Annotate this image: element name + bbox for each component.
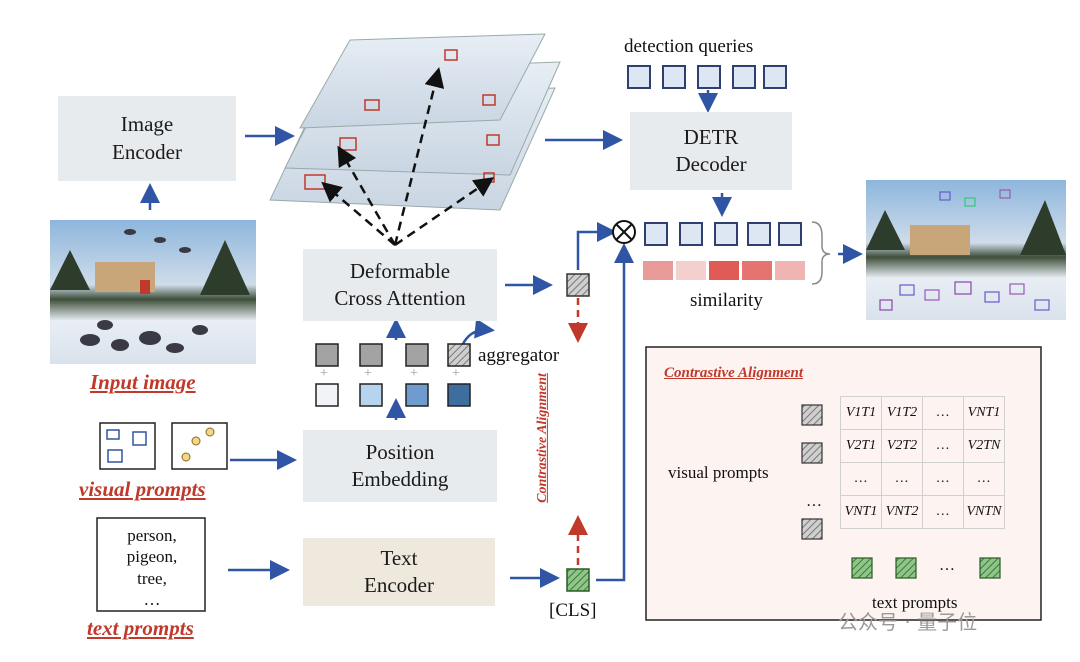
matrix-row: VNT1 VNT2 … VNTN (840, 495, 1005, 529)
plus-sign: + (410, 366, 418, 381)
aggregated-visual-token (566, 273, 590, 297)
matrix-cell: V2T2 (881, 429, 923, 463)
contrastive-alignment-vertical-label: Contrastive Alignment (534, 373, 550, 503)
sampling-arrow (394, 177, 495, 247)
matrix-cell: … (881, 462, 923, 496)
contrastive-alignment-panel-title: Contrastive Alignment (664, 365, 804, 381)
matrix-cell: VNT2 (881, 495, 923, 529)
multiply-icon (612, 220, 636, 244)
panel-text-prompts-label: text prompts (872, 593, 958, 612)
matrix-cell: V1T1 (840, 396, 882, 430)
sampling-arrow (337, 145, 397, 246)
similarity-matrix: V1T1 V1T2 … VNT1 V2T1 V2T2 … V2TN … … … … (840, 396, 1005, 529)
plus-sign: + (320, 366, 328, 381)
panel-ellipsis-vertical: … (806, 493, 822, 510)
text-prompts-label: text prompts (87, 616, 194, 640)
sample-box (444, 49, 458, 61)
matrix-cell: V2TN (963, 429, 1005, 463)
matrix-cell: … (922, 462, 964, 496)
matrix-cell: … (922, 396, 964, 430)
matrix-cell: VNT1 (963, 396, 1005, 430)
matrix-row: … … … … (840, 462, 1005, 496)
matrix-cell: VNTN (963, 495, 1005, 529)
prompt-feature-squares (315, 343, 471, 407)
text-prompt-list: person, pigeon, tree, … (126, 526, 178, 609)
matrix-cell: … (840, 462, 882, 496)
aggregator-arrow (460, 318, 495, 347)
matrix-cell: V1T2 (881, 396, 923, 430)
sample-box (364, 99, 380, 111)
cls-label: [CLS] (549, 600, 597, 621)
detr-decoder-box: DETR Decoder (630, 112, 792, 190)
sampling-arrow (321, 181, 396, 246)
feature-pyramid-layers (269, 33, 561, 247)
sample-box (486, 134, 500, 146)
visual-prompts-label: visual prompts (79, 477, 206, 501)
position-embedding-box: Position Embedding (303, 430, 497, 502)
panel-visual-tokens (801, 404, 823, 540)
image-encoder-box: Image Encoder (58, 96, 236, 181)
panel-ellipsis-horizontal: … (939, 557, 955, 574)
watermark: 公众号 · 量子位 (838, 610, 978, 634)
output-image (866, 180, 1066, 320)
matrix-row: V1T1 V1T2 … VNT1 (840, 396, 1005, 430)
input-image (50, 220, 256, 364)
cls-text-token (566, 568, 590, 592)
matrix-cell: … (922, 429, 964, 463)
decoded-query-squares (644, 222, 802, 246)
detection-queries-label: detection queries (624, 36, 754, 57)
sample-box (482, 94, 496, 106)
panel-visual-prompts-label: visual prompts (668, 463, 769, 482)
matrix-row: V2T1 V2T2 … V2TN (840, 429, 1005, 463)
brace (811, 221, 831, 285)
detection-query-squares (627, 65, 787, 89)
aggregator-label: aggregator (478, 345, 560, 366)
plus-sign: + (364, 366, 372, 381)
matrix-cell: … (963, 462, 1005, 496)
panel-text-tokens (851, 557, 1001, 579)
matrix-cell: … (922, 495, 964, 529)
similarity-bars (643, 261, 805, 280)
input-image-label: Input image (90, 370, 196, 394)
flow-arrows (140, 90, 863, 588)
similarity-label: similarity (690, 290, 763, 311)
plus-sign: + (452, 366, 460, 381)
point-prompt-icon (171, 422, 228, 470)
text-encoder-box: Text Encoder (303, 538, 495, 606)
deformable-attention-box: Deformable Cross Attention (303, 249, 497, 321)
matrix-cell: VNT1 (840, 495, 882, 529)
text-prompt-box (96, 517, 206, 612)
matrix-cell: V2T1 (840, 429, 882, 463)
box-prompt-icon (99, 422, 156, 470)
